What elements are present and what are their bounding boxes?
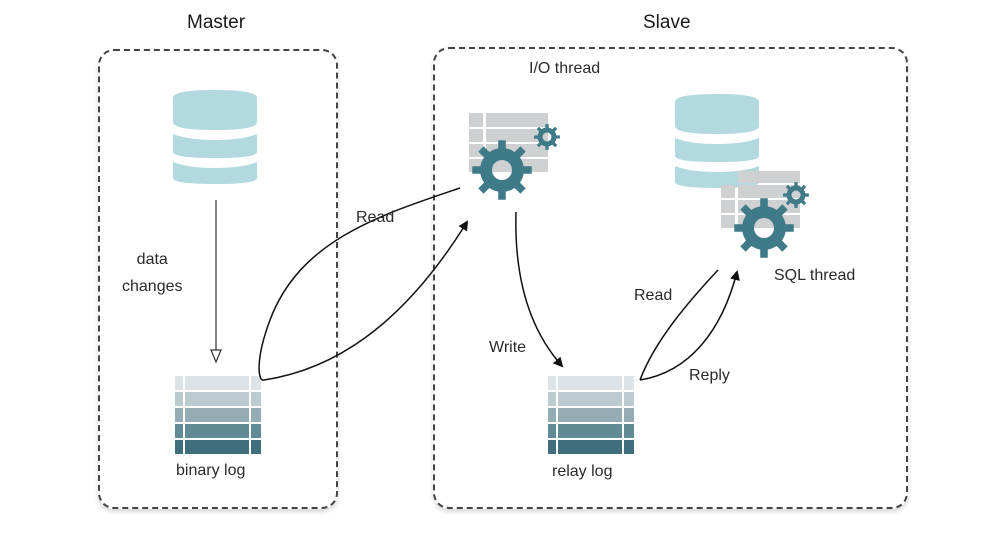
- log-row-cell: [558, 376, 622, 390]
- log-row-cell: [548, 392, 556, 406]
- large-gear: [472, 140, 532, 200]
- log-row-cell: [624, 424, 634, 438]
- small-gear: [783, 182, 809, 208]
- sql-thread-gear-icon: [721, 171, 809, 258]
- data-changes-arrowhead: [210, 349, 222, 364]
- data-changes-label: data changes: [122, 246, 183, 300]
- log-row-cell: [548, 376, 556, 390]
- log-row-cell: [624, 392, 634, 406]
- log-row-cell: [175, 376, 183, 390]
- large-gear: [734, 198, 794, 258]
- log-row-cell: [175, 440, 183, 454]
- log-row-cell: [175, 408, 183, 422]
- binary-log-label: binary log: [176, 462, 246, 479]
- log-row-cell: [558, 392, 622, 406]
- sql-read-arrow: [639, 269, 719, 381]
- write-arrow: [515, 211, 564, 368]
- io-thread-label: I/O thread: [529, 60, 601, 77]
- write-label: Write: [489, 339, 527, 356]
- master-database-icon: [173, 90, 257, 184]
- log-row-cell: [175, 424, 183, 438]
- slave-title: Slave: [643, 12, 691, 33]
- log-row-cell: [251, 440, 261, 454]
- binary-log-icon: [175, 376, 261, 454]
- log-row-cell: [185, 376, 249, 390]
- relay-log-icon: [548, 376, 634, 454]
- io-thread-gear-icon: [469, 113, 560, 200]
- master-read-label: Read: [356, 209, 395, 226]
- log-row-cell: [624, 408, 634, 422]
- master-read-arrow-out: [258, 187, 461, 381]
- log-row-cell: [185, 440, 249, 454]
- master-title: Master: [187, 12, 246, 33]
- log-row-cell: [185, 392, 249, 406]
- data-changes-label-line2: changes: [122, 278, 183, 295]
- log-row-cell: [558, 408, 622, 422]
- log-row-cell: [175, 392, 183, 406]
- sql-thread-label: SQL thread: [774, 267, 856, 284]
- slave-container: [433, 47, 908, 509]
- sql-read-label: Read: [634, 287, 673, 304]
- log-row-cell: [185, 424, 249, 438]
- log-row-cell: [548, 424, 556, 438]
- slave-database-icon: [675, 94, 759, 188]
- master-read-arrow-back: [263, 220, 469, 381]
- log-row-cell: [185, 408, 249, 422]
- log-row-cell: [251, 392, 261, 406]
- log-row-cell: [548, 440, 556, 454]
- log-row-cell: [251, 376, 261, 390]
- data-changes-label-line1: data: [136, 251, 168, 268]
- log-row-cell: [251, 408, 261, 422]
- small-gear: [534, 124, 560, 150]
- master-container: [98, 49, 338, 509]
- log-row-cell: [624, 376, 634, 390]
- relay-log-label: relay log: [552, 463, 613, 480]
- log-row-cell: [624, 440, 634, 454]
- reply-label: Reply: [689, 367, 730, 384]
- log-row-cell: [251, 424, 261, 438]
- log-row-cell: [548, 408, 556, 422]
- reply-arrow: [639, 270, 740, 381]
- log-row-cell: [558, 424, 622, 438]
- log-row-cell: [558, 440, 622, 454]
